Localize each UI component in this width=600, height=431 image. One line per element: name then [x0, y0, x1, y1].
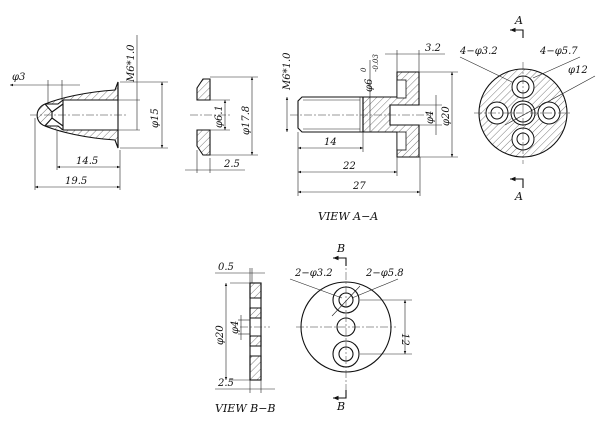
dim-bore: φ4: [425, 111, 436, 124]
dim-shank-length: 22: [342, 161, 356, 172]
dim-thread: M6*1.0: [282, 52, 293, 91]
dim-tip-diameter: φ3: [12, 72, 25, 83]
label-large-holes: 2−φ5.8: [365, 268, 404, 279]
view-b-title: VIEW B−B: [215, 402, 276, 415]
dim-thread: M6*1.0: [126, 44, 137, 83]
dim-bore: φ4: [230, 321, 241, 334]
section-mark-top: A: [514, 14, 523, 27]
dim-shank-diameter: φ6: [364, 78, 375, 92]
dim-outer: φ20: [215, 325, 226, 345]
section-mark-top: B: [336, 242, 345, 255]
dim-outer-diameter: φ15: [150, 108, 161, 128]
label-small-holes: 2−φ3.2: [294, 268, 333, 279]
dim-thread-length: 14: [324, 137, 337, 148]
plate-section-view: φ20 φ4 0.5 2.5: [215, 262, 275, 393]
view-a-title: VIEW A−A: [318, 210, 378, 223]
dim-bore: φ6.1: [214, 105, 225, 128]
dim-outer: φ17.8: [241, 106, 252, 135]
dim-total-length: 27: [352, 181, 366, 192]
label-center-diameter: φ12: [568, 65, 588, 76]
dim-thickness: 2.5: [223, 159, 240, 170]
dim-thickness: 2.5: [217, 378, 234, 389]
dim-body-length: 14.5: [76, 156, 98, 167]
label-small-holes: 4−φ3.2: [459, 46, 498, 57]
tolerance-upper: 0: [360, 67, 368, 72]
plate-end-view: 2−φ3.2 2−φ5.8 12 B B: [289, 242, 412, 413]
dim-hole-spacing: 12: [399, 333, 410, 346]
washer-section-view: φ6.1 φ17.8 2.5: [185, 76, 258, 173]
flange-end-view: 4−φ3.2 4−φ5.7 φ12 A A: [459, 14, 596, 203]
section-mark-bottom: B: [336, 400, 345, 413]
dim-outer: φ20: [441, 106, 452, 126]
dim-flange: 3.2: [425, 43, 441, 54]
dim-chamfer: 0.5: [218, 262, 234, 273]
tolerance-lower: -0.03: [372, 54, 380, 72]
dim-total-length: 19.5: [65, 176, 87, 187]
nut-section-view: φ3 φ15 M6*1.0 14.5 19.5: [10, 35, 168, 190]
bolt-section-view: M6*1.0 φ6 0 -0.03 3.2 φ4 φ20 14 22 27: [282, 43, 458, 196]
section-mark-bottom: A: [514, 190, 523, 203]
label-large-holes: 4−φ5.7: [539, 46, 578, 57]
